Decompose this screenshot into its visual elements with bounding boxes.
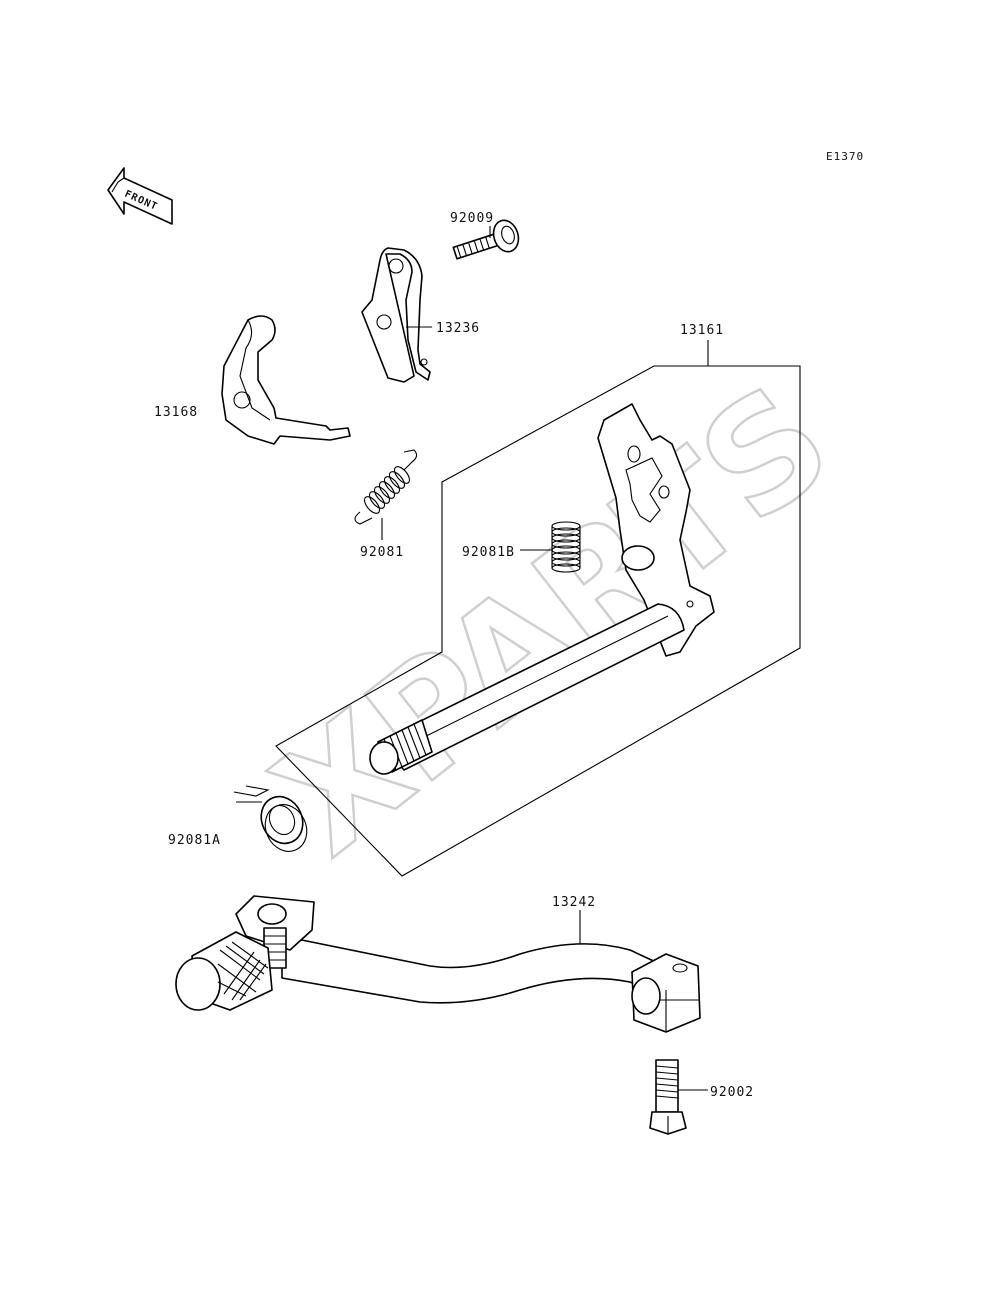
callout-92009: 92009 <box>450 211 494 226</box>
shift-pedal-13242 <box>175 895 701 1033</box>
bolt-92002 <box>649 1059 687 1135</box>
callout-92002: 92002 <box>710 1085 754 1100</box>
assembly-outline-13161 <box>275 365 801 877</box>
callout-92081a: 92081A <box>168 833 221 848</box>
front-arrow-icon: FRONT <box>107 167 173 225</box>
diagram-code: E1370 <box>826 150 864 163</box>
spring-92081b <box>551 521 581 573</box>
callout-13168: 13168 <box>154 405 198 420</box>
spring-92081a <box>233 785 308 852</box>
callout-92081: 92081 <box>360 545 404 560</box>
callout-92081b: 92081B <box>462 545 515 560</box>
pawl-13168 <box>221 315 351 445</box>
bracket-13236 <box>361 247 431 383</box>
bolt-92009 <box>452 219 520 260</box>
callout-13236: 13236 <box>436 321 480 336</box>
spring-92081 <box>354 449 418 525</box>
callout-13242: 13242 <box>552 895 596 910</box>
callout-13161: 13161 <box>680 323 724 338</box>
shift-shaft-13161 <box>369 403 715 775</box>
